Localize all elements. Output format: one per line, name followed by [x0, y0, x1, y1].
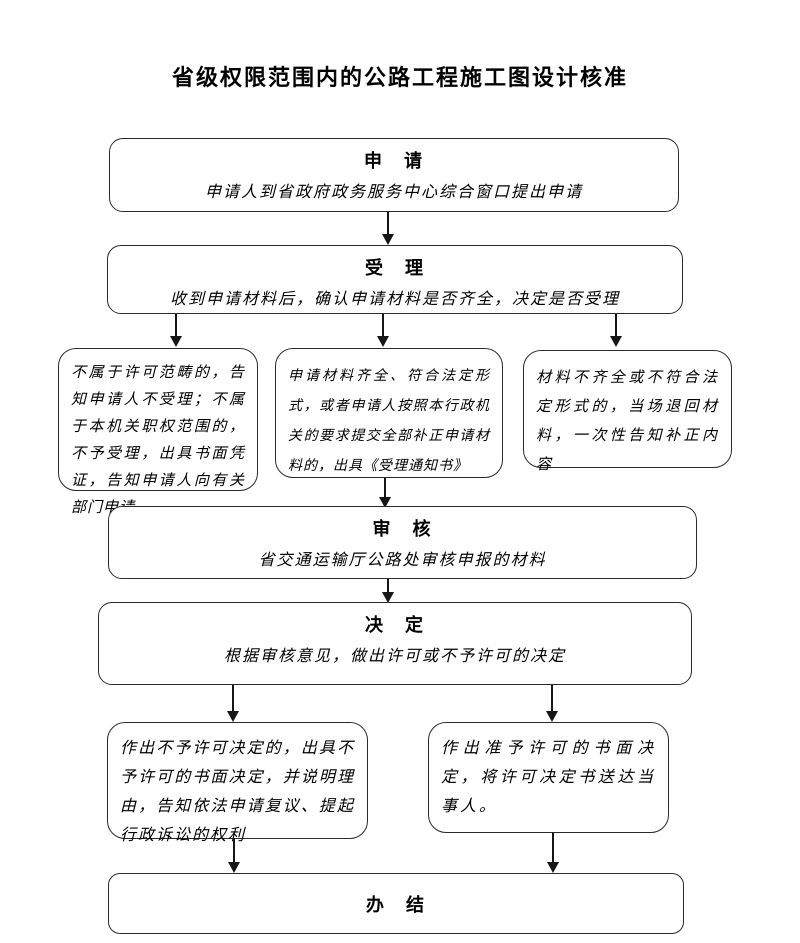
node-accept-notice-text: 申请材料齐全、符合法定形式，或者申请人按照本行政机关的要求提交全部补正申请材料的… [288, 368, 490, 474]
node-grant: 作出准予许可的书面决定，将许可决定书送达当事人。 [428, 722, 669, 833]
node-accept-desc: 收到申请材料后，确认申请材料是否齐全，决定是否受理 [169, 289, 620, 308]
node-deny-text: 作出不予许可决定的，出具不予许可的书面决定，并说明理由，告知依法申请复议、提起行… [120, 738, 355, 844]
node-apply-desc: 申请人到省政府政务服务中心综合窗口提出申请 [204, 182, 583, 201]
page-title: 省级权限范围内的公路工程施工图设计核准 [171, 66, 628, 91]
arrow-decide-to-deny [227, 685, 239, 722]
arrow-accept-to-accept-notice [377, 314, 389, 347]
node-accept-notice: 申请材料齐全、符合法定形式，或者申请人按照本行政机关的要求提交全部补正申请材料的… [275, 348, 503, 478]
node-accept-label: 受 理 [365, 258, 425, 279]
node-done: 办 结 [108, 873, 684, 934]
node-return-materials-text: 材料不齐全或不符合法定形式的，当场退回材料，一次性告知补正内容 [536, 368, 719, 473]
arrow-accept-to-return-materials [610, 314, 622, 347]
arrow-apply-to-accept [382, 212, 394, 245]
arrow-accept-notice-to-review [379, 478, 391, 508]
node-return-materials: 材料不齐全或不符合法定形式的，当场退回材料，一次性告知补正内容 [523, 350, 732, 473]
node-done-label: 办 结 [366, 894, 426, 916]
node-deny: 作出不予许可决定的，出具不予许可的书面决定，并说明理由，告知依法申请复议、提起行… [107, 722, 368, 844]
arrow-decide-to-grant [546, 685, 558, 722]
node-decide: 决 定 根据审核意见，做出许可或不予许可的决定 [98, 602, 692, 685]
node-review-label: 审 核 [372, 519, 433, 540]
node-apply-label: 申 请 [364, 151, 424, 172]
node-reject-scope: 不属于许可范畴的，告知申请人不受理；不属于本机关职权范围的，不予受理，出具书面凭… [58, 348, 258, 516]
arrow-deny-to-done [228, 839, 240, 873]
node-review: 审 核 省交通运输厅公路处审核申报的材料 [108, 506, 697, 579]
node-apply: 申 请 申请人到省政府政务服务中心综合窗口提出申请 [109, 138, 679, 212]
node-review-desc: 省交通运输厅公路处审核申报的材料 [258, 550, 547, 569]
arrow-accept-to-reject-scope [170, 314, 182, 347]
node-decide-label: 决 定 [365, 615, 425, 636]
node-reject-scope-text: 不属于许可范畴的，告知申请人不受理；不属于本机关职权范围的，不予受理，出具书面凭… [71, 363, 245, 516]
node-accept: 受 理 收到申请材料后，确认申请材料是否齐全，决定是否受理 [107, 245, 683, 314]
arrow-review-to-decide [382, 579, 394, 603]
node-grant-text: 作出准予许可的书面决定，将许可决定书送达当事人。 [441, 738, 656, 815]
node-decide-desc: 根据审核意见，做出许可或不予许可的决定 [223, 646, 566, 665]
arrow-grant-to-done [547, 833, 559, 873]
